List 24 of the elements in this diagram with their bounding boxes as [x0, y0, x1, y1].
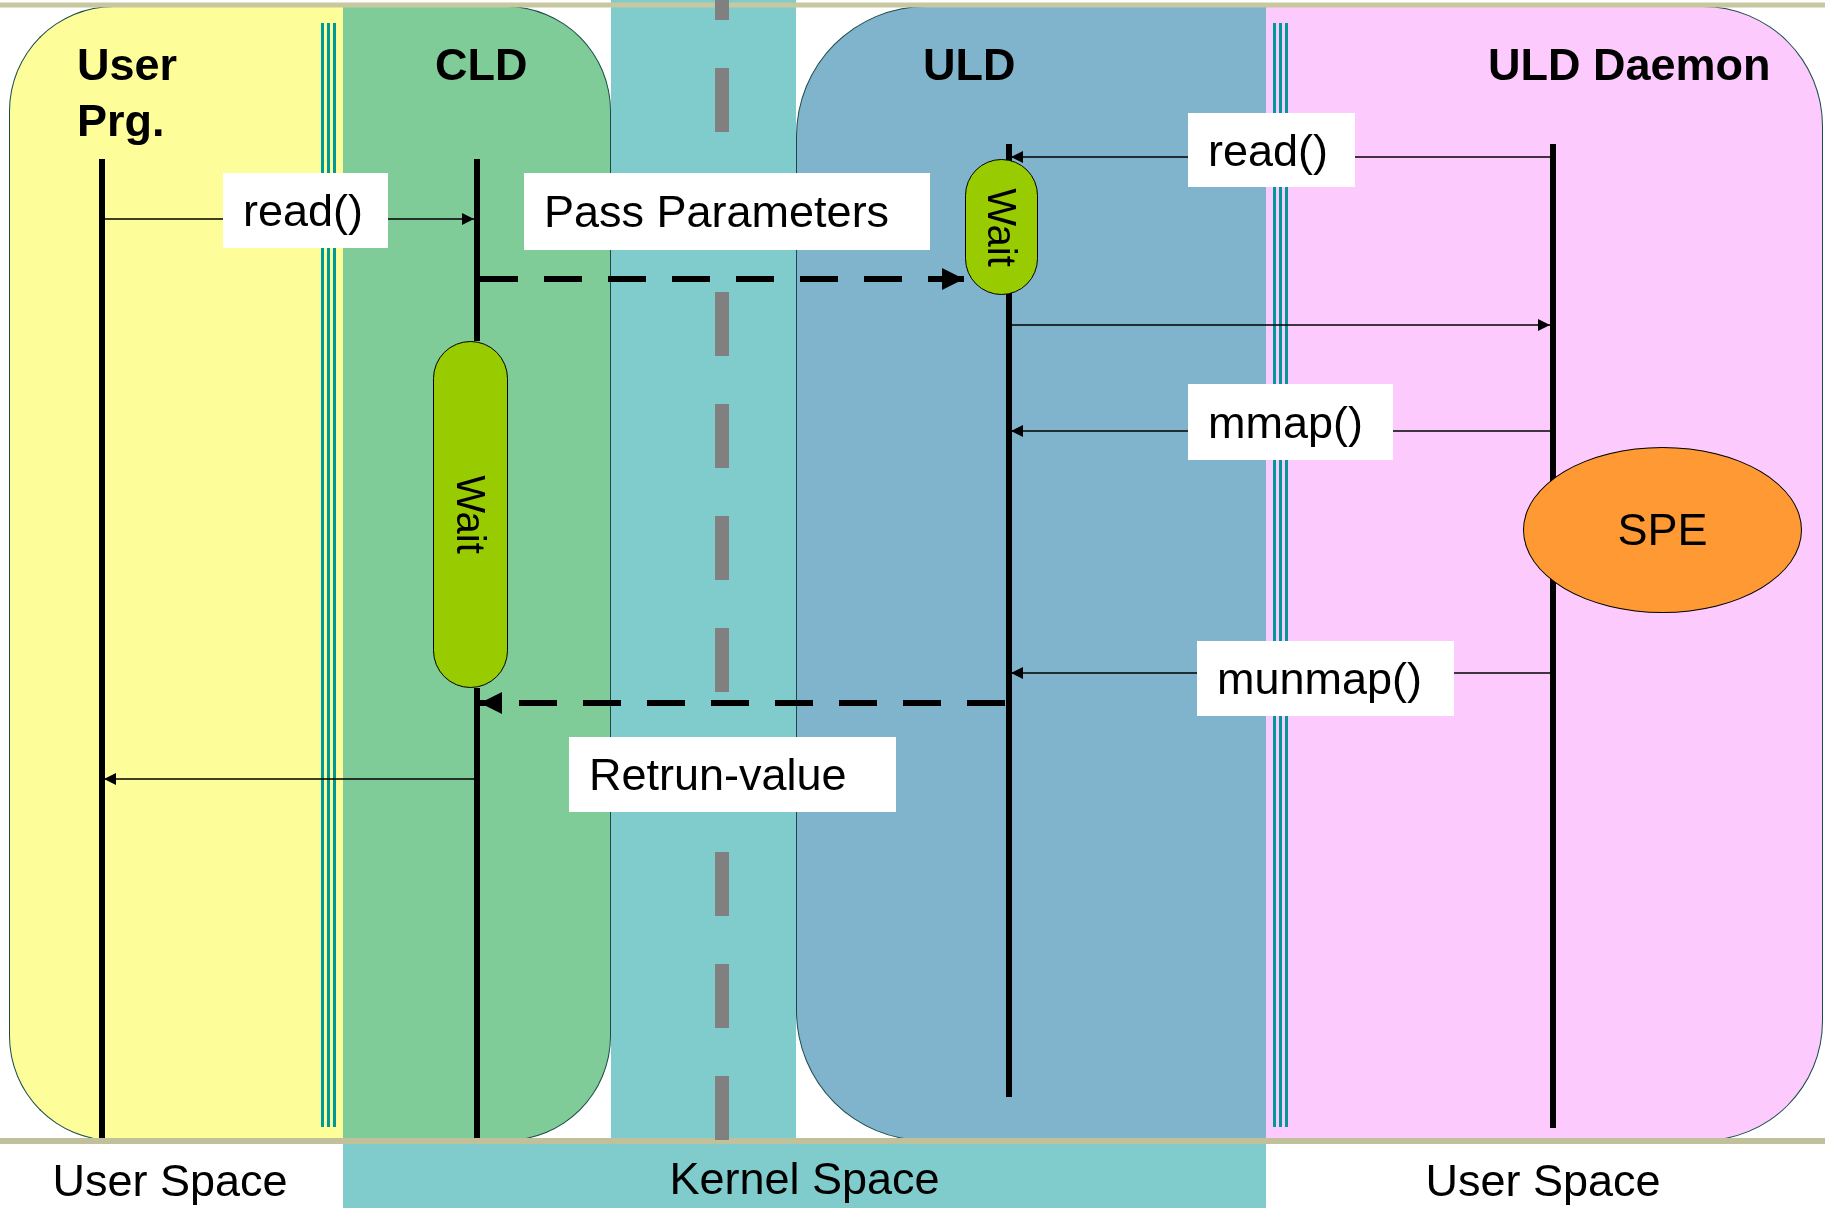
wait-pill	[965, 159, 1038, 295]
dashed-arrow	[480, 268, 964, 290]
edge-label: read()	[1188, 113, 1355, 187]
space-label: User Space	[52, 1158, 288, 1203]
edge-label: Pass Parameters	[524, 173, 930, 250]
dashed-arrow	[480, 692, 1005, 714]
edge-label: munmap()	[1197, 641, 1454, 716]
lane-header: ULD Daemon	[1488, 38, 1771, 92]
band-label: Kernel Space	[669, 1156, 940, 1201]
lifeline	[1550, 144, 1556, 1128]
pill-label: Wait	[979, 187, 1024, 267]
edge-label: mmap()	[1188, 384, 1393, 460]
lane-header: CLD	[435, 38, 528, 92]
pill-label: Wait	[448, 475, 493, 554]
lifeline	[474, 159, 480, 341]
edge-label: Retrun-value	[569, 737, 896, 812]
lane-header: User Prg.	[77, 38, 179, 148]
lane-header: ULD	[923, 38, 1016, 92]
space-label: User Space	[1425, 1158, 1661, 1203]
message-arrow	[103, 773, 475, 785]
kernel-space-band	[343, 1143, 1266, 1208]
edge-label: read()	[223, 173, 388, 248]
message-arrow	[1010, 319, 1551, 331]
node-label: SPE	[1617, 504, 1708, 556]
